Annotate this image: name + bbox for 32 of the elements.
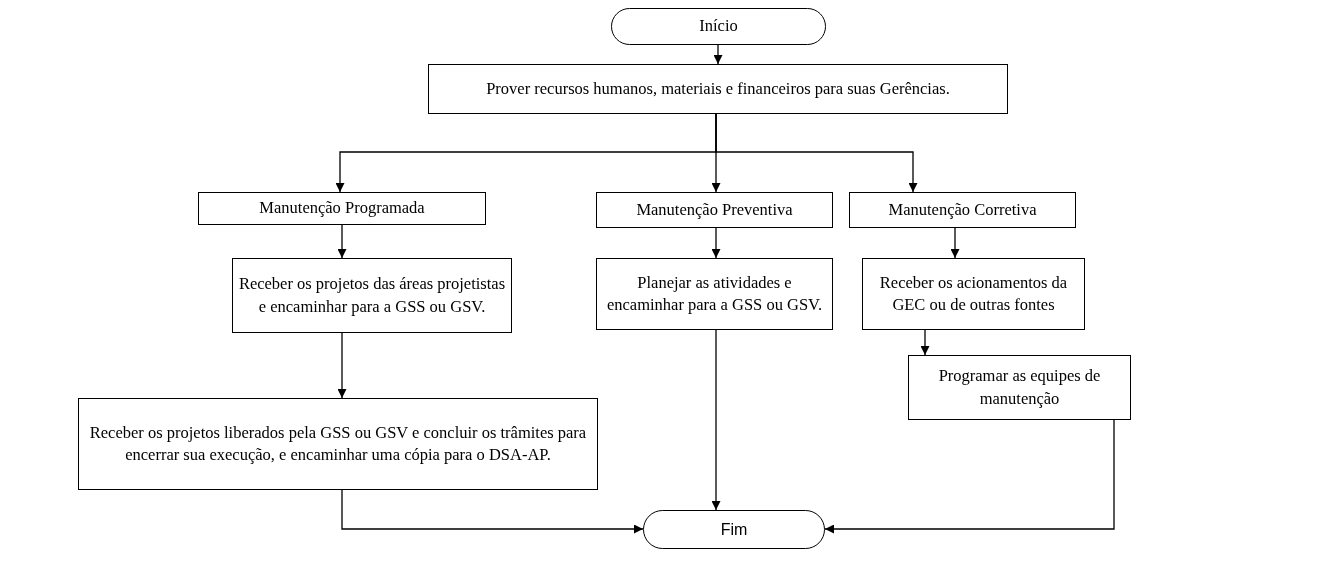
arrow bbox=[920, 329, 930, 356]
node-text: Fim bbox=[720, 519, 748, 540]
arrow bbox=[337, 224, 347, 259]
terminal-shape bbox=[611, 8, 826, 45]
node-text: Manutenção Preventiva bbox=[636, 198, 793, 221]
arrow bbox=[337, 332, 347, 399]
process-box bbox=[862, 258, 1085, 330]
process-box bbox=[198, 192, 486, 225]
arrow bbox=[341, 489, 644, 534]
process-box bbox=[428, 64, 1008, 114]
arrow bbox=[711, 329, 721, 511]
arrow bbox=[824, 419, 1115, 534]
process-box bbox=[596, 192, 833, 228]
node-text: Prover recursos humanos, materiais e financeiros para suas Gerências. bbox=[486, 77, 950, 100]
node-text: Planejar as atividades e encaminhar para a GSS ou GSV. bbox=[605, 271, 824, 316]
node-text: Início bbox=[699, 15, 738, 38]
node-text: Manutenção Corretiva bbox=[888, 198, 1037, 221]
arrow bbox=[950, 227, 960, 259]
process-box bbox=[78, 398, 598, 490]
process-box bbox=[908, 355, 1131, 420]
terminal-shape bbox=[643, 510, 825, 549]
arrow bbox=[715, 113, 918, 193]
arrow bbox=[711, 227, 721, 259]
node-text: Receber os acionamentos da GEC ou de outras fontes bbox=[878, 271, 1069, 316]
process-box bbox=[232, 258, 512, 333]
node-text: Receber os projetos liberados pela GSS ou GSV e concluir os trâmites para encerrar sua execução, e encaminhar uma cópia para o DSA-AP. bbox=[88, 421, 588, 466]
process-box bbox=[596, 258, 833, 330]
node-text: Programar as equipes de manutenção bbox=[937, 365, 1102, 410]
process-box bbox=[849, 192, 1076, 228]
node-text: Receber os projetos das áreas projetistas e encaminhar para a GSS ou GSV. bbox=[237, 273, 507, 318]
node-text: Manutenção Programada bbox=[259, 197, 425, 220]
arrow bbox=[713, 44, 723, 65]
